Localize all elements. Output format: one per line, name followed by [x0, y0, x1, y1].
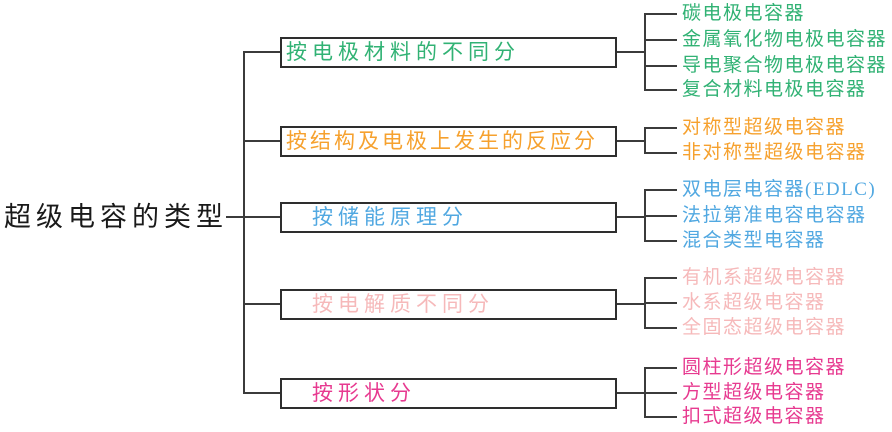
leaf-item: 方型超级电容器 [682, 382, 826, 403]
leaf-item: 扣式超级电容器 [682, 406, 826, 427]
leaf-item: 有机系超级电容器 [682, 267, 847, 288]
leaf-item: 全固态超级电容器 [682, 317, 847, 338]
leaf-item: 碳电极电容器 [682, 3, 806, 24]
leaf-item: 水系超级电容器 [682, 292, 826, 313]
leaf-item: 非对称型超级电容器 [682, 142, 867, 163]
branch-box-energy-storage-principle: 按储能原理分 [280, 202, 617, 233]
branch-label: 按储能原理分 [312, 205, 468, 229]
leaf-item: 双电层电容器(EDLC) [682, 179, 877, 200]
branch-box-shape: 按形状分 [280, 378, 617, 409]
leaf-item: 法拉第准电容电容器 [682, 205, 867, 226]
leaf-item: 金属氧化物电极电容器 [682, 29, 888, 50]
leaf-item: 圆柱形超级电容器 [682, 357, 847, 378]
branch-box-electrolyte: 按电解质不同分 [280, 289, 617, 320]
branch-label: 按结构及电极上发生的反应分 [286, 129, 598, 153]
leaf-item: 对称型超级电容器 [682, 117, 847, 138]
branch-label: 按电极材料的不同分 [286, 40, 520, 64]
branch-label: 按电解质不同分 [312, 292, 494, 316]
root-label: 超级电容的类型 [4, 202, 228, 232]
branch-label: 按形状分 [312, 381, 416, 405]
leaf-item: 混合类型电容器 [682, 230, 826, 251]
branch-box-electrode-material: 按电极材料的不同分 [280, 37, 617, 68]
leaf-item: 复合材料电极电容器 [682, 79, 867, 100]
branch-box-structure-reaction: 按结构及电极上发生的反应分 [280, 126, 617, 157]
leaf-item: 导电聚合物电极电容器 [682, 55, 888, 76]
